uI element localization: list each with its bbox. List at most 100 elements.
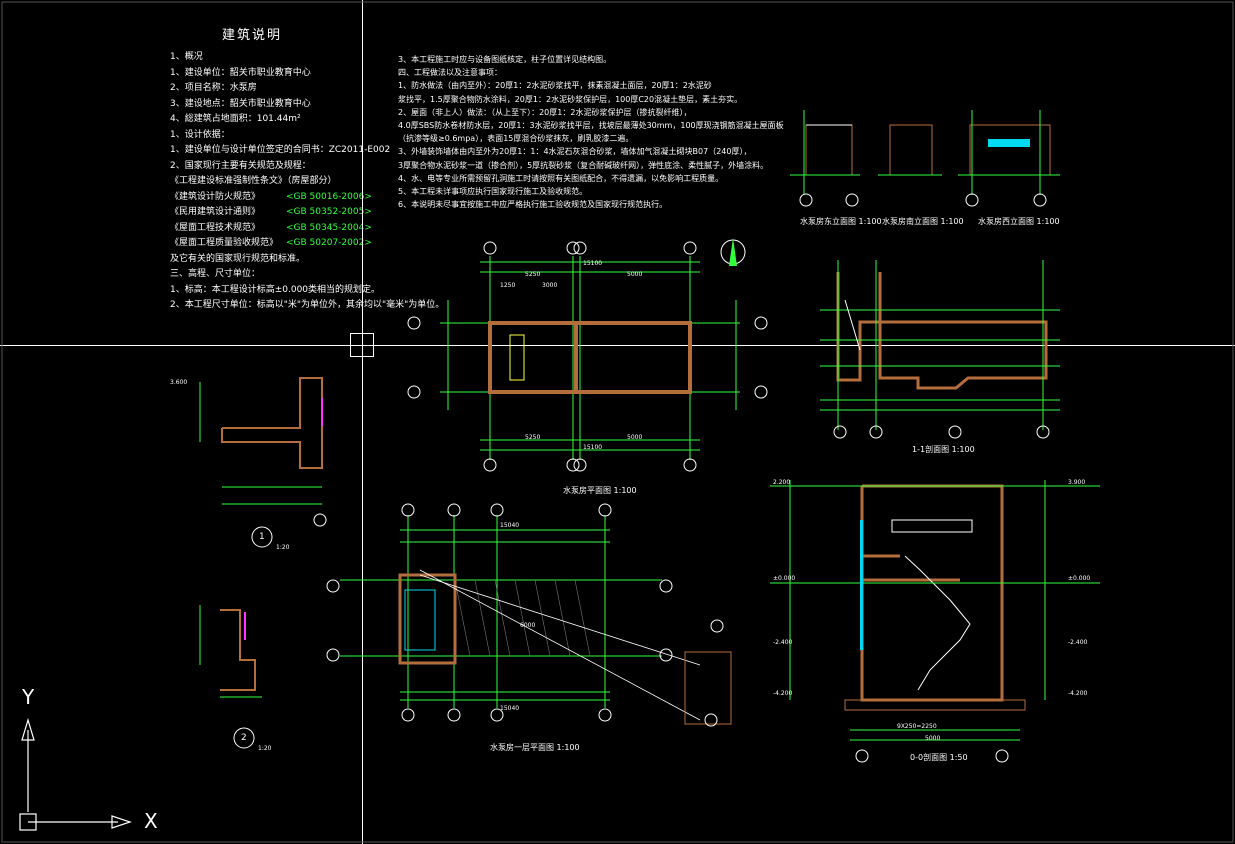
note-right-line: 1、防水做法（由内至外）：20厚1：2水泥砂浆找平，抹素混凝土面层，20厚1：2… (398, 81, 712, 91)
section-1-1-title: 1-1剖面图 1:100 (912, 445, 975, 454)
pump-room-walls (488, 321, 692, 394)
first-floor-stair (404, 589, 436, 651)
first-floor-width: 6000 (520, 622, 536, 629)
note-left-line: 1、概况 (170, 52, 203, 62)
plan-bottom-seg-b: 5250 (525, 434, 541, 441)
section-level-4: -4.200 (773, 690, 793, 697)
note-code: <GB 50345-2004> (286, 222, 372, 233)
first-floor-walls (398, 573, 457, 665)
detail-bubbles (233, 513, 327, 749)
section-width-dim: 5000 (925, 735, 941, 742)
detail-1-number: 1 (259, 532, 265, 542)
section-level-6: ±0.000 (1068, 575, 1091, 582)
note-left-line: 《建筑设计防火规范》 (170, 191, 261, 202)
note-left-line: 1、建设单位：韶关市职业教育中心 (170, 67, 311, 78)
first-floor-bottom-total: 15040 (500, 705, 520, 712)
first-floor-total: 15040 (500, 522, 520, 529)
section-0-0-pipe (860, 520, 863, 650)
notes-title: 建筑说明 (222, 28, 283, 43)
note-right-line: 5、本工程未详事项应执行国家现行施工及验收规范。 (398, 187, 588, 196)
detail-level-1: 3.600 (170, 379, 188, 386)
elevation-1-title: 水泵房东立面图 1:100 (800, 217, 882, 226)
section-0-0-axis-bubbles (855, 749, 1009, 763)
note-right-line: （抗渗等级≥0.6mpa），表面15厚混合砂浆抹灰，刷乳胶漆二遍。 (398, 134, 634, 144)
elevation-axis-bubbles (799, 193, 1047, 207)
first-floor-axis-bubbles (326, 503, 724, 727)
note-left-line: 《民用建筑设计通则》 (170, 207, 261, 217)
pump-plan-title: 水泵房平面图 1:100 (563, 486, 637, 495)
elevation-west (969, 124, 1051, 176)
plan-axis-bubbles (407, 239, 768, 472)
detail-2-scale: 1:20 (258, 745, 272, 752)
elevation-south (889, 124, 933, 176)
crosshair-pickbox (350, 333, 374, 357)
elevation-2-title: 水泵房南立面图 1:100 (882, 217, 964, 226)
detail-1-scale: 1:20 (276, 544, 290, 551)
section-1-1 (836, 272, 1048, 390)
detail-callout-box (684, 651, 732, 725)
north-arrow-icon (729, 238, 737, 266)
note-left-line: 2、国家现行主要有关规范及规程： (170, 160, 311, 171)
plan-bottom-total: 15100 (583, 444, 603, 451)
note-left-line: 1、建设单位与设计单位签定的合同书：ZC2011-E002 (170, 145, 391, 155)
section-0-0-stair (904, 555, 971, 691)
note-left-line: 《屋面工程质量验收规范》 (170, 238, 279, 248)
note-left-line: 2、本工程尺寸单位：标高以"米"为单位外，其余均以"毫米"为单位。 (170, 300, 445, 310)
section-level-8: -4.200 (1068, 690, 1088, 697)
note-right-line: 3厚聚合物水泥砂浆一道（掺合剂），5厚抗裂砂浆（复合耐碱玻纤网），弹性底涂、柔性… (398, 160, 769, 170)
section-level-5: 3.900 (1068, 479, 1086, 486)
louver-vent (891, 519, 973, 533)
note-left-line: 2、项目名称：水泵房 (170, 83, 257, 93)
note-right-line: 3、外墙装饰墙体由内至外为20厚1：1：4水泥石灰混合砂浆，墙体加气混凝土砌块B… (398, 147, 752, 157)
note-left-line: 1、设计依据： (170, 129, 230, 140)
plan-total-length: 15100 (583, 260, 603, 267)
note-left-line: 三、高程、尺寸单位： (170, 269, 261, 279)
first-floor-diagonals (419, 569, 701, 721)
note-right-line: 浆找平，1.5厚聚合物防水涂料，20厚1：2水泥砂浆保护层，100厚C20混凝土… (398, 94, 743, 104)
note-right-line: 2、屋面（非上人）做法：（从上至下）：20厚1：2水泥砂浆保护层（掺抗裂纤维）， (398, 107, 692, 117)
plan-seg-b: 5250 (525, 271, 541, 278)
note-left-line: 《工程建设标准强制性条文》（房屋部分） (170, 176, 337, 186)
plan-seg-d: 3000 (542, 282, 558, 289)
note-code: <GB 50352-2005> (286, 207, 372, 217)
section-1-1-grid (820, 260, 1060, 430)
first-floor-plan-title: 水泵房一层平面图 1:100 (490, 743, 580, 752)
section-stair-dim: 9X250=2250 (897, 723, 937, 730)
detail-1-accents (199, 382, 323, 505)
pump-room-plan (440, 256, 740, 460)
note-code: <GB 50016-2006> (286, 191, 372, 202)
detail-2-accents (199, 605, 262, 698)
note-left-line: 3、建设地点：韶关市职业教育中心 (170, 98, 311, 109)
plan-bottom-seg-c: 5000 (627, 434, 643, 441)
section-level-1: 2.200 (773, 479, 791, 486)
elevation-ground-lines (790, 110, 1060, 195)
crosshair-vertical (362, 0, 363, 844)
detail-2-number: 2 (241, 733, 247, 743)
elevation-3-title: 水泵房西立面图 1:100 (978, 217, 1060, 226)
section-0-0-title: 0-0剖面图 1:50 (910, 753, 968, 762)
section-1-1-axis-bubbles (833, 425, 1050, 439)
note-right-line: 四、工程做法以及注意事项： (398, 68, 502, 78)
note-right-line: 4.0厚SBS防水卷材防水层，20厚1：3水泥砂浆找平层，找坡层最薄处30mm，… (398, 121, 784, 130)
ucs-icon (19, 717, 132, 831)
section-level-2: ±0.000 (773, 575, 796, 582)
section-level-3: -2.400 (773, 639, 793, 646)
note-left-line: 1、标高：本工程设计标高±0.000类相当的规划定。 (170, 284, 381, 295)
note-code: <GB 50207-2002> (286, 238, 372, 248)
note-left-line: 及它有关的国家现行规范和标准。 (170, 253, 306, 264)
plan-seg-a: 1250 (500, 282, 516, 289)
elevation-east (805, 124, 853, 176)
ucs-y-label: Y (22, 685, 35, 709)
section-level-7: -2.400 (1068, 639, 1088, 646)
detail-2-drawing (220, 609, 256, 691)
ucs-x-label: X (144, 809, 158, 833)
first-floor-hatch (454, 579, 591, 657)
detail-1-drawing (221, 377, 323, 469)
note-left-line: 4、総建筑占地面积：101.44m² (170, 114, 301, 124)
note-right-line: 4、水、电等专业所需预留孔洞施工时请按照有关图纸配合，不得遗漏，以免影响工程质量… (398, 173, 724, 183)
section-0-0-grid (770, 480, 1100, 741)
note-right-line: 6、本说明未尽事宜按施工中应严格执行施工验收规范及国家现行规范执行。 (398, 200, 668, 210)
note-right-line: 3、本工程施工时应与设备图纸核定，柱子位置详见结构图。 (398, 55, 612, 64)
